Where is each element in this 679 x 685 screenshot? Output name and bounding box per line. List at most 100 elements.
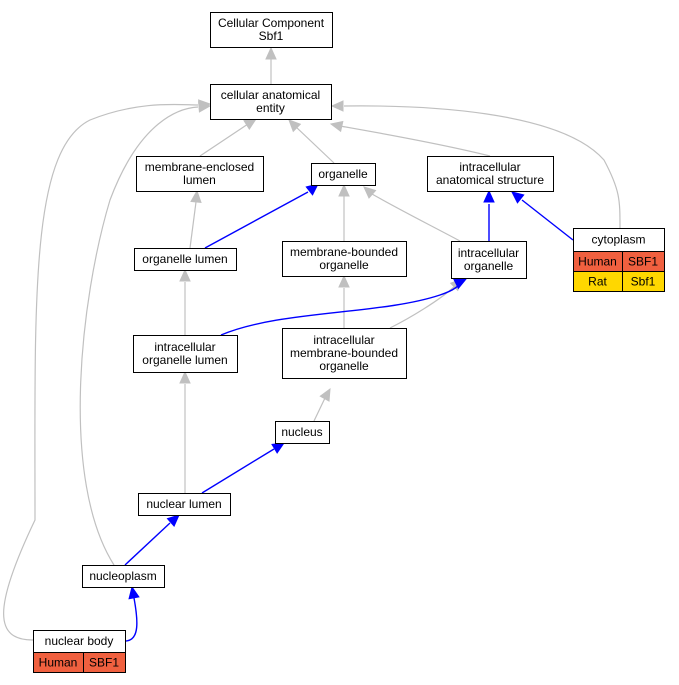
arrowhead [363,186,377,199]
edge-orgl-mel [189,189,202,249]
gene-cell [83,652,126,673]
node-box [210,84,332,120]
node-box [82,565,165,588]
edge-line [389,285,456,329]
node-label: intracellular [458,246,519,260]
arrowhead [329,120,344,133]
node-label: intracellular [154,340,215,354]
species-label: Human [578,255,617,269]
edge-line [199,123,249,157]
edge-np-nl [124,514,180,566]
edge-nl-iol [179,370,191,493]
edge-mel-cae [199,118,258,157]
node-box [136,156,264,192]
node-label: nuclear body [45,634,114,648]
arrowhead [190,189,202,203]
node-label: cytoplasm [591,233,645,247]
edge-imbo-io [389,278,463,329]
node-label: intracellular [459,160,520,174]
edge-line [343,105,621,229]
node-box [282,328,407,379]
edge-line [124,597,138,642]
edge-line [201,448,275,494]
arrowhead [271,442,286,454]
annotation-row: Human SBF1 [33,652,126,673]
edge-io-ias [483,189,495,241]
edge-nb-np [124,585,140,642]
edge-line [204,191,309,249]
node-orgl[interactable]: organelle lumen [134,248,237,271]
node-box [451,241,527,279]
node-nl[interactable]: nuclear lumen [138,493,231,516]
edge-cyto-ias [511,191,574,241]
node-label: organelle [319,258,369,272]
species-label: Human [39,656,78,670]
node-label: anatomical structure [436,173,544,187]
edge-line [313,397,326,422]
edge-line [220,281,461,336]
node-nuc[interactable]: nucleus [275,421,330,444]
gene-label: Sbf1 [631,275,656,289]
node-label: nuclear lumen [146,497,221,511]
edge-nb-cae [3,99,212,641]
arrowhead [453,278,468,290]
node-box [282,241,407,277]
edge-io-org [363,186,461,242]
arrowhead [338,274,350,288]
edge-line [3,103,199,641]
node-label: nucleus [281,425,322,439]
arrowhead [265,46,277,60]
edge-org-cae [288,119,335,164]
node-org[interactable]: organelle [311,163,376,186]
node-label: organelle [464,259,514,273]
edge-orgl-org [204,183,319,249]
edge-nuc-imbo [313,387,331,422]
arrowhead [288,119,302,133]
arrowhead [338,183,350,197]
gene-label: SBF1 [89,656,119,670]
node-box [275,421,330,444]
edge-imbo-mbo [338,274,350,328]
node-box [311,163,376,186]
edge-nl-nuc [201,442,286,494]
arrowhead [330,100,344,112]
node-label: organelle lumen [142,252,227,266]
node-label: organelle lumen [142,353,227,367]
annotation-row: Human SBF1 [573,251,665,272]
node-label: Cellular Component [218,16,325,30]
arrowhead [483,189,495,203]
edges-layer [3,46,621,642]
edge-line [521,199,574,241]
arrowhead [243,118,258,130]
edge-line [124,522,171,566]
edge-line [79,106,199,566]
node-label: nucleoplasm [89,569,156,583]
node-label: organelle [318,167,368,181]
node-np[interactable]: nucleoplasm [82,565,165,588]
node-label: membrane-bounded [290,346,398,360]
edge-ias-cae [329,120,491,157]
node-label: Sbf1 [259,29,284,43]
edge-iol-io [220,278,468,336]
node-box [210,12,333,48]
arrowhead [166,514,180,527]
node-label: membrane-bounded [290,245,398,259]
edge-line [371,193,461,242]
gene-label: SBF1 [628,255,658,269]
edge-line [339,125,491,157]
node-label: lumen [183,173,216,187]
arrowhead [179,370,191,384]
